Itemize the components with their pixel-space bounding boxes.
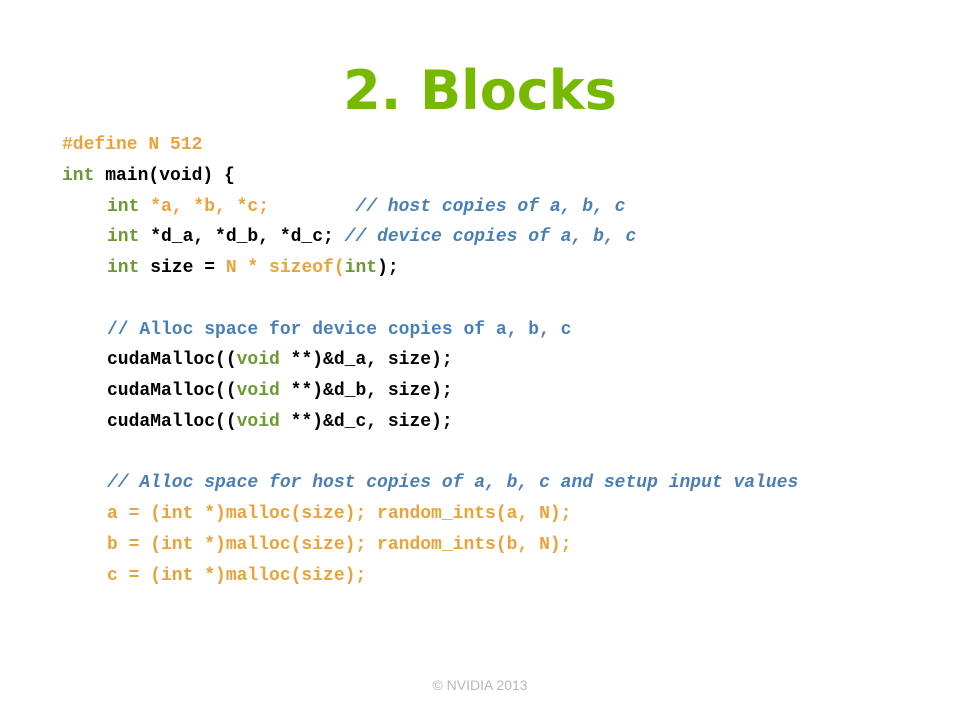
code-line-blank [62, 284, 952, 315]
code-line-blank [62, 438, 952, 469]
code-token: *d_a, *d_b, *d_c; [139, 227, 345, 248]
code-token: int [107, 227, 140, 248]
code-line: a = (int *)malloc(size); random_ints(a, … [62, 499, 952, 530]
code-line: cudaMalloc((void **)&d_c, size); [62, 407, 952, 438]
code-block: #define N 512 int main(void) { int *a, *… [62, 130, 952, 591]
code-token: int [62, 165, 95, 186]
code-token: int [107, 196, 140, 217]
slide-title: 2. Blocks [343, 59, 617, 122]
code-comment: // host copies of a, b, c [355, 196, 626, 217]
code-line: // Alloc space for host copies of a, b, … [62, 468, 952, 499]
code-token: int [344, 258, 378, 278]
code-token: N * sizeof( [225, 258, 345, 278]
code-comment: // device copies of a, b, c [344, 227, 637, 248]
code-line: // Alloc space for device copies of a, b… [62, 315, 952, 346]
code-token: cudaMalloc(( [107, 411, 237, 432]
code-token: *a, *b, *c; [139, 196, 270, 217]
code-line: b = (int *)malloc(size); random_ints(b, … [62, 530, 952, 561]
code-token: int [107, 258, 140, 278]
code-line: int *a, *b, *c; // host copies of a, b, c [62, 192, 952, 223]
code-line: int *d_a, *d_b, *d_c; // device copies o… [62, 222, 952, 253]
code-token: size = [139, 258, 226, 278]
code-token: **)&d_b, size); [279, 381, 453, 401]
code-token: **)&d_a, size); [279, 350, 453, 371]
code-token: cudaMalloc(( [107, 350, 237, 371]
code-comment: // Alloc space for host copies of a, b, … [107, 473, 799, 494]
code-line: cudaMalloc((void **)&d_a, size); [62, 345, 952, 376]
copyright-footer: © NVIDIA 2013 [432, 677, 528, 693]
code-token: void [236, 381, 280, 401]
code-token: **)&d_c, size); [279, 411, 453, 432]
code-token: cudaMalloc(( [107, 381, 237, 401]
code-line: #define N 512 [62, 130, 952, 161]
code-line: c = (int *)malloc(size); [62, 561, 952, 592]
code-comment: // Alloc space for device copies of a, b… [107, 319, 572, 340]
code-token: ); [377, 258, 399, 278]
code-line: int size = N * sizeof(int); [62, 253, 952, 284]
code-line: int main(void) { [62, 161, 952, 192]
code-token: void [236, 350, 280, 371]
code-token: void [236, 411, 280, 432]
code-token: #define N 512 [62, 135, 203, 155]
code-token: main(void) { [94, 165, 235, 186]
code-token: c = (int *)malloc(size); [107, 565, 367, 586]
code-token: a = (int *)malloc(size); random_ints(a, … [107, 504, 572, 524]
code-line: cudaMalloc((void **)&d_b, size); [62, 376, 952, 407]
code-token: b = (int *)malloc(size); random_ints(b, … [107, 534, 572, 555]
